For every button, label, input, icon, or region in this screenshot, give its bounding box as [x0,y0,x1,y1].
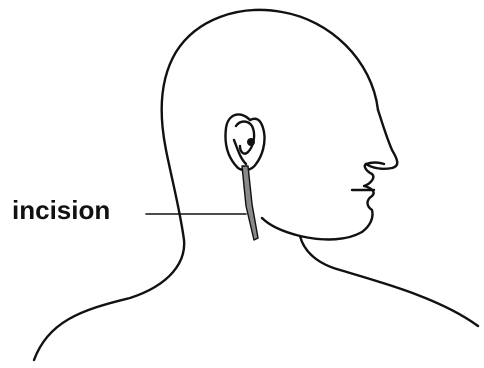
neck-front-outline [300,236,478,326]
incision-mark [242,166,258,240]
face-profile-outline [262,110,397,239]
ear-inner-fold [236,122,254,154]
nostril-line [366,163,384,165]
ear-antihelix [234,140,246,164]
incision-label: incision [12,197,110,223]
head-back-outline [34,10,378,360]
ear-canal-dot [247,138,255,146]
